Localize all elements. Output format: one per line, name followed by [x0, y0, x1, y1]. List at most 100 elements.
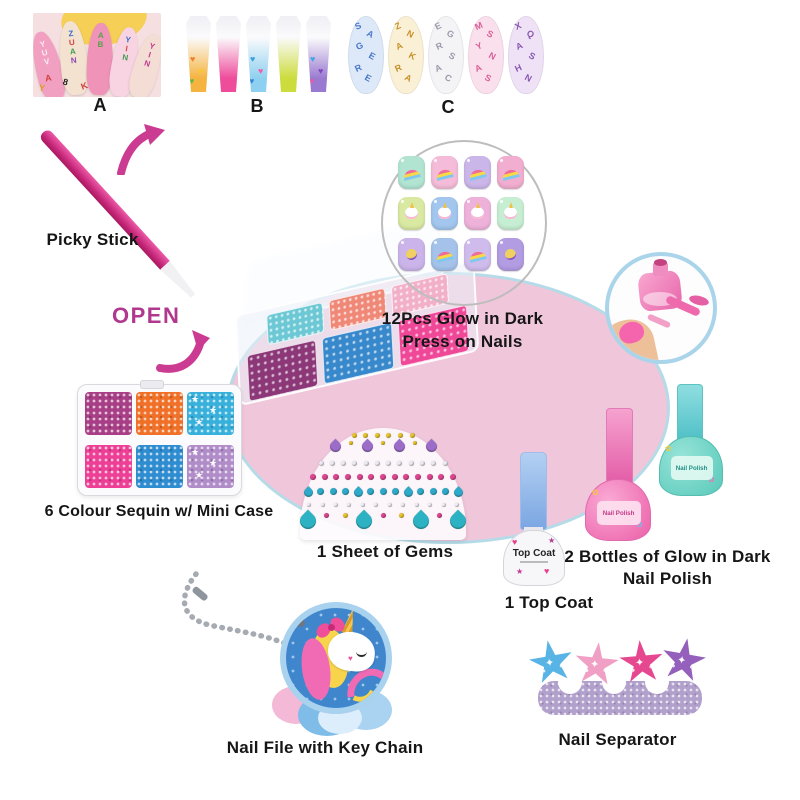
sparkle-dot — [401, 200, 404, 203]
gem — [409, 433, 415, 438]
sample-b-nail: ♥♥♥ — [246, 16, 271, 92]
star-icon: ★ — [516, 567, 524, 576]
nail-letter: M — [473, 19, 485, 33]
heart-icon: ♥ — [309, 76, 315, 86]
press-on-nail-tile — [398, 238, 425, 271]
mini-case-compartment: ★★★ — [187, 445, 234, 488]
press-on-grid — [398, 156, 524, 271]
top-coat-body: ♥ ★ Top Coat ★ ♥ — [503, 530, 565, 586]
sample-b-nail: ♥♥♥ — [186, 16, 211, 92]
gem — [401, 486, 415, 499]
gem — [296, 509, 320, 533]
heart-icon: ♥ — [249, 76, 255, 86]
nail-letter: N — [523, 72, 534, 84]
gem — [333, 503, 338, 507]
unicorn-motif-horn — [509, 202, 513, 208]
press-on-nail-tile — [497, 197, 524, 230]
nail-letter: A — [394, 40, 405, 52]
gem — [307, 503, 311, 507]
gem — [343, 513, 348, 518]
pink-polish-label: Nail Polish — [597, 501, 641, 525]
gem — [429, 488, 437, 495]
gem — [333, 474, 340, 480]
gem — [329, 461, 335, 466]
gem — [438, 474, 445, 480]
top-coat-bottle-label: Top Coat — [512, 548, 556, 559]
sample-c-label: C — [441, 97, 455, 117]
rainbow-motif — [468, 250, 487, 263]
gem — [409, 509, 432, 533]
sample-b-nails: ♥♥♥♥♥♥♥♥♥ — [186, 16, 336, 94]
heart-icon: ♥ — [512, 537, 518, 547]
gem — [351, 486, 365, 499]
gem — [413, 441, 417, 445]
gem — [428, 503, 433, 507]
mini-case-compartment — [136, 392, 183, 435]
rainbow-motif — [501, 168, 520, 181]
mini-case-compartment — [85, 445, 132, 488]
unicorn-bow-knot — [328, 624, 335, 631]
teal-polish-label-text: Nail Polish — [676, 464, 708, 472]
gem — [386, 433, 392, 438]
pink-polish-body: ✿ ✿ Nail Polish — [585, 479, 651, 541]
planet-motif — [404, 247, 419, 262]
key-chain — [181, 571, 303, 653]
unicorn-motif-horn — [410, 202, 414, 208]
gem — [408, 461, 414, 466]
gem — [345, 474, 351, 480]
nail-letter: C — [443, 72, 454, 84]
gem — [324, 513, 330, 518]
nail-letter: S — [483, 72, 494, 84]
gem — [310, 474, 316, 480]
heart-icon: ♥ — [190, 54, 196, 64]
gem — [351, 433, 357, 438]
nail-letter: Z — [393, 20, 403, 32]
gem — [392, 488, 399, 495]
nail-letter: R — [393, 62, 404, 74]
gem — [442, 461, 448, 466]
gem — [347, 503, 352, 507]
sparkle-dot — [632, 669, 635, 672]
gem — [360, 503, 365, 507]
star-icon: ★ — [548, 536, 556, 545]
star-icon: ★ — [191, 394, 200, 404]
sample-a-label: A — [93, 95, 107, 115]
nail-letter: Q — [525, 27, 536, 41]
nail-letter: A — [403, 72, 414, 84]
sparkle-dot — [649, 665, 652, 668]
gem — [442, 488, 449, 495]
sample-b-nail: ♥♥♥ — [306, 16, 331, 92]
gem — [387, 503, 392, 507]
pink-polish-cap — [606, 408, 633, 486]
picky-stick-tip — [160, 261, 198, 301]
polish-demo-inset — [605, 252, 717, 364]
star-icon: ★ — [195, 417, 204, 427]
gem — [352, 509, 376, 533]
nail-letter: S — [527, 50, 538, 62]
gem — [356, 474, 363, 480]
gem — [321, 474, 328, 480]
sparkle-icon: ✦ — [544, 656, 556, 671]
picky-stick-label: Picky Stick — [46, 230, 139, 249]
top-coat-label-subline — [520, 561, 548, 563]
unicorn-motif-horn — [443, 202, 447, 208]
nail-letter: A — [365, 28, 376, 40]
heart-cheek-icon: ♥ — [348, 654, 353, 663]
flower-icon: ✿ — [592, 488, 599, 497]
sparkle-dot — [500, 159, 503, 162]
gem — [401, 503, 406, 507]
planet-motif — [503, 247, 518, 262]
gem — [380, 513, 386, 518]
sparkle-icon: ✦ — [634, 656, 645, 670]
nail-letter: N — [405, 28, 416, 40]
unicorn-eye — [356, 646, 367, 657]
sparkle-dot — [434, 159, 437, 162]
polish-caption: 2 Bottles of Glow in Dark Nail Polish — [560, 546, 775, 590]
star-icon: ★ — [209, 458, 218, 468]
gem — [349, 441, 353, 445]
mini-sequin-case: ★★★★★★ — [77, 380, 242, 496]
